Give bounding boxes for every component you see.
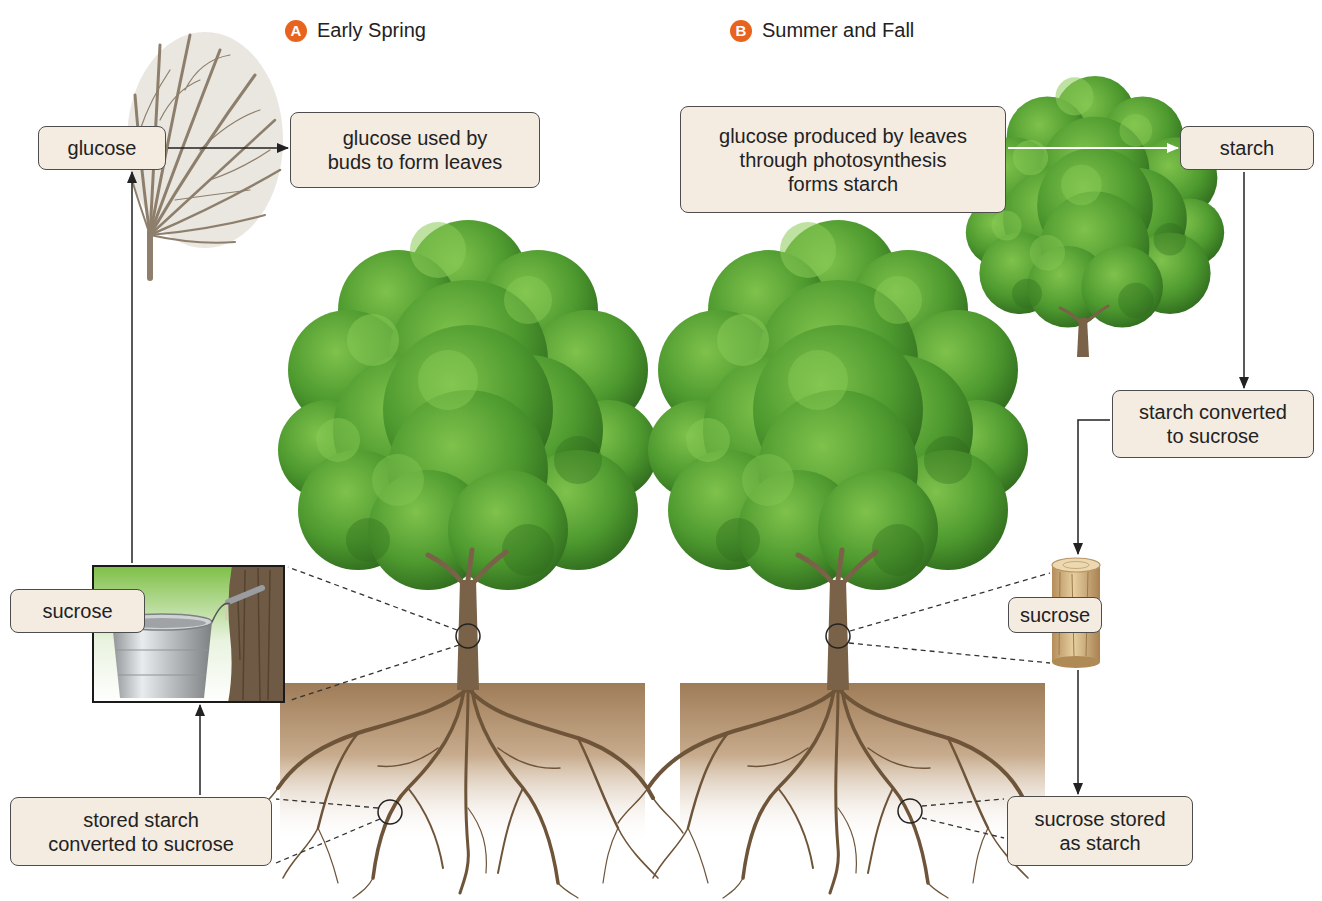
photo-panel: sucrose: [92, 565, 285, 703]
flow-arrow: [199, 705, 201, 795]
flow-arrow: [1077, 670, 1079, 794]
box-text: sucrose stored as starch: [1029, 807, 1171, 855]
season-badge: B Summer and Fall: [730, 19, 914, 42]
process-box: starch converted to sucrose: [1112, 390, 1314, 458]
box-text: starch: [1220, 136, 1274, 160]
box-text: stored starch converted to sucrose: [44, 808, 238, 856]
flow-arrow: [1008, 147, 1178, 149]
process-box: sucrose stored as starch: [1007, 796, 1193, 866]
flow-arrow: [168, 147, 288, 149]
process-box: glucose produced by leaves through photo…: [680, 106, 1006, 213]
process-box: glucose: [38, 126, 166, 170]
process-box: glucose used by buds to form leaves: [290, 112, 540, 188]
box-text: glucose used by buds to form leaves: [323, 126, 507, 174]
box-text: glucose produced by leaves through photo…: [715, 124, 971, 196]
log-illustration: sucrose: [1005, 556, 1105, 668]
process-box: starch: [1180, 126, 1314, 170]
box-text: starch converted to sucrose: [1135, 400, 1291, 448]
flow-arrow: [131, 172, 133, 563]
box-text: glucose: [68, 136, 137, 160]
process-box: stored starch converted to sucrose: [10, 797, 272, 866]
badge-letter: A: [285, 20, 307, 42]
flow-arrow: [1243, 172, 1245, 388]
season-heading: Summer and Fall: [762, 19, 914, 42]
flow-arrow: [1078, 420, 1110, 554]
log-label: sucrose: [1008, 597, 1102, 633]
panel-label: sucrose: [10, 589, 145, 633]
badge-letter: B: [730, 20, 752, 42]
season-badge: A Early Spring: [285, 19, 426, 42]
season-heading: Early Spring: [317, 19, 426, 42]
